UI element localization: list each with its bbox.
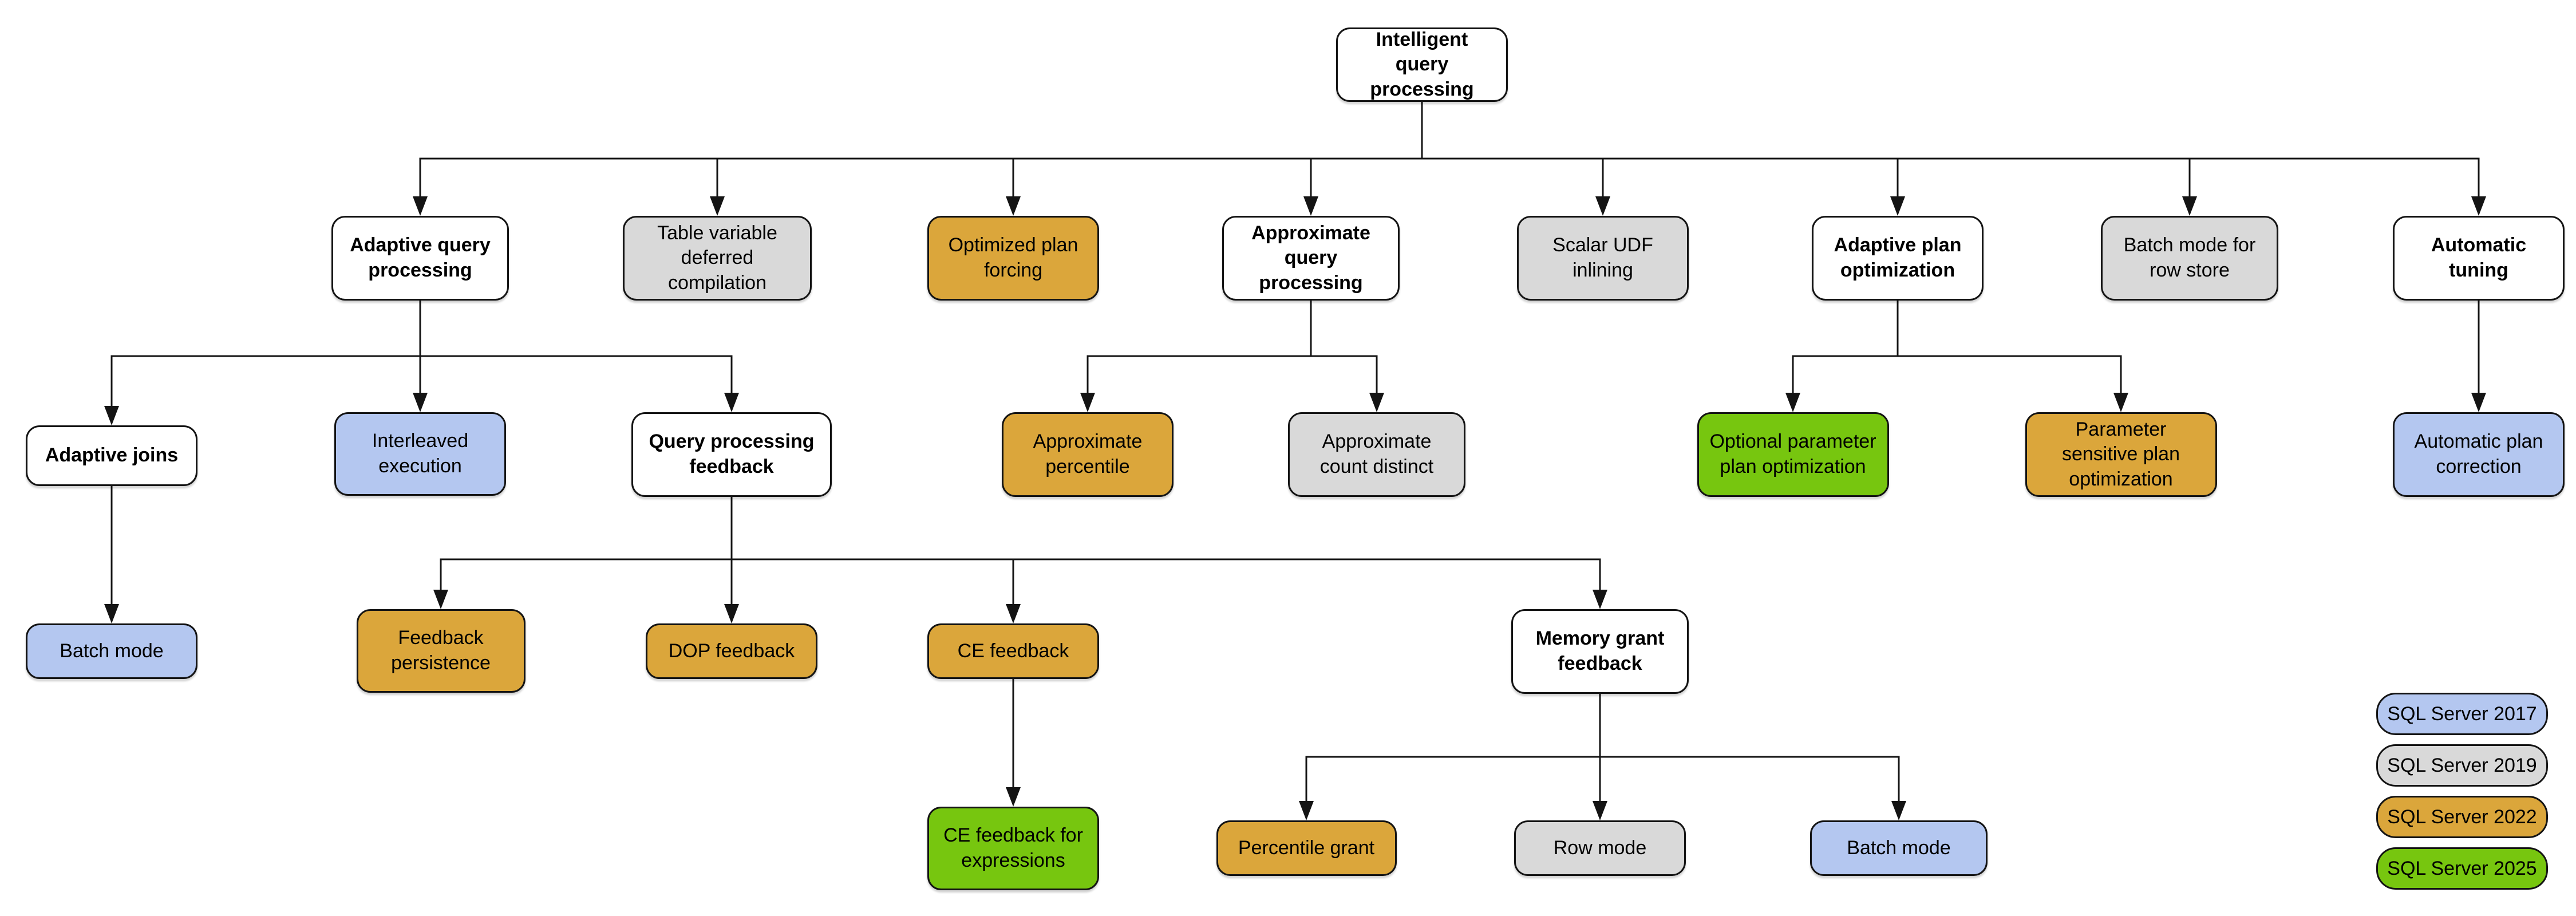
arrowhead-icon xyxy=(1006,196,1021,216)
node-adaptive-query-processing: Adaptive query processing xyxy=(331,216,509,301)
node-parameter-sensitive-plan-optimization: Parameter sensitive plan optimization xyxy=(2025,412,2217,497)
arrowhead-icon xyxy=(1006,787,1021,807)
arrowhead-icon xyxy=(1891,801,1906,820)
arrowhead-icon xyxy=(1369,393,1384,412)
arrowhead-icon xyxy=(1593,590,1607,609)
arrowhead-icon xyxy=(1299,801,1314,820)
node-approximate-count-distinct: Approximate count distinct xyxy=(1288,412,1465,497)
node-feedback-persistence: Feedback persistence xyxy=(356,609,526,693)
node-query-processing-feedback: Query processing feedback xyxy=(631,412,832,497)
legend-chip-sql-server-2019: SQL Server 2019 xyxy=(2376,744,2548,787)
node-automatic-plan-correction: Automatic plan correction xyxy=(2393,412,2565,497)
node-table-variable-deferred-compilation: Table variable deferred compilation xyxy=(623,216,812,301)
arrowhead-icon xyxy=(2471,196,2486,216)
arrowhead-icon xyxy=(1006,604,1021,623)
node-dop-feedback: DOP feedback xyxy=(646,623,817,679)
node-batch-mode: Batch mode xyxy=(26,623,197,679)
node-optional-parameter-plan-optimization: Optional parameter plan optimization xyxy=(1697,412,1889,497)
node-automatic-tuning: Automatic tuning xyxy=(2393,216,2565,301)
arrowhead-icon xyxy=(104,406,119,425)
arrowhead-icon xyxy=(1593,801,1607,820)
arrowhead-icon xyxy=(1303,196,1318,216)
node-ce-feedback-for-expressions: CE feedback for expressions xyxy=(927,807,1099,890)
arrowhead-icon xyxy=(710,196,725,216)
arrowhead-icon xyxy=(433,590,448,609)
legend-chip-sql-server-2022: SQL Server 2022 xyxy=(2376,796,2548,838)
node-approximate-query-processing: Approximate query processing xyxy=(1222,216,1400,301)
node-row-mode: Row mode xyxy=(1514,820,1686,876)
arrowhead-icon xyxy=(104,604,119,623)
arrowhead-icon xyxy=(2471,393,2486,412)
node-adaptive-plan-optimization: Adaptive plan optimization xyxy=(1812,216,1984,301)
arrowhead-icon xyxy=(413,393,428,412)
node-batch-mode-for-row-store: Batch mode for row store xyxy=(2101,216,2278,301)
node-intelligent-query-processing: Intelligent query processing xyxy=(1336,27,1508,102)
arrowhead-icon xyxy=(724,604,739,623)
arrowhead-icon xyxy=(2113,393,2128,412)
node-memory-grant-feedback: Memory grant feedback xyxy=(1511,609,1689,694)
node-percentile-grant: Percentile grant xyxy=(1216,820,1397,876)
node-ce-feedback: CE feedback xyxy=(927,623,1099,679)
arrowhead-icon xyxy=(1595,196,1610,216)
arrowhead-icon xyxy=(1890,196,1905,216)
arrowhead-icon xyxy=(724,393,739,412)
arrowhead-icon xyxy=(413,196,428,216)
node-optimized-plan-forcing: Optimized plan forcing xyxy=(927,216,1099,301)
legend-chip-sql-server-2025: SQL Server 2025 xyxy=(2376,847,2548,890)
node-adaptive-joins: Adaptive joins xyxy=(26,425,197,486)
arrowhead-icon xyxy=(2182,196,2197,216)
legend-chip-sql-server-2017: SQL Server 2017 xyxy=(2376,693,2548,735)
node-interleaved-execution: Interleaved execution xyxy=(334,412,506,496)
node-scalar-udf-inlining: Scalar UDF inlining xyxy=(1517,216,1689,301)
arrowhead-icon xyxy=(1080,393,1095,412)
node-batch-mode: Batch mode xyxy=(1810,820,1988,876)
arrowhead-icon xyxy=(1785,393,1800,412)
node-approximate-percentile: Approximate percentile xyxy=(1002,412,1174,497)
